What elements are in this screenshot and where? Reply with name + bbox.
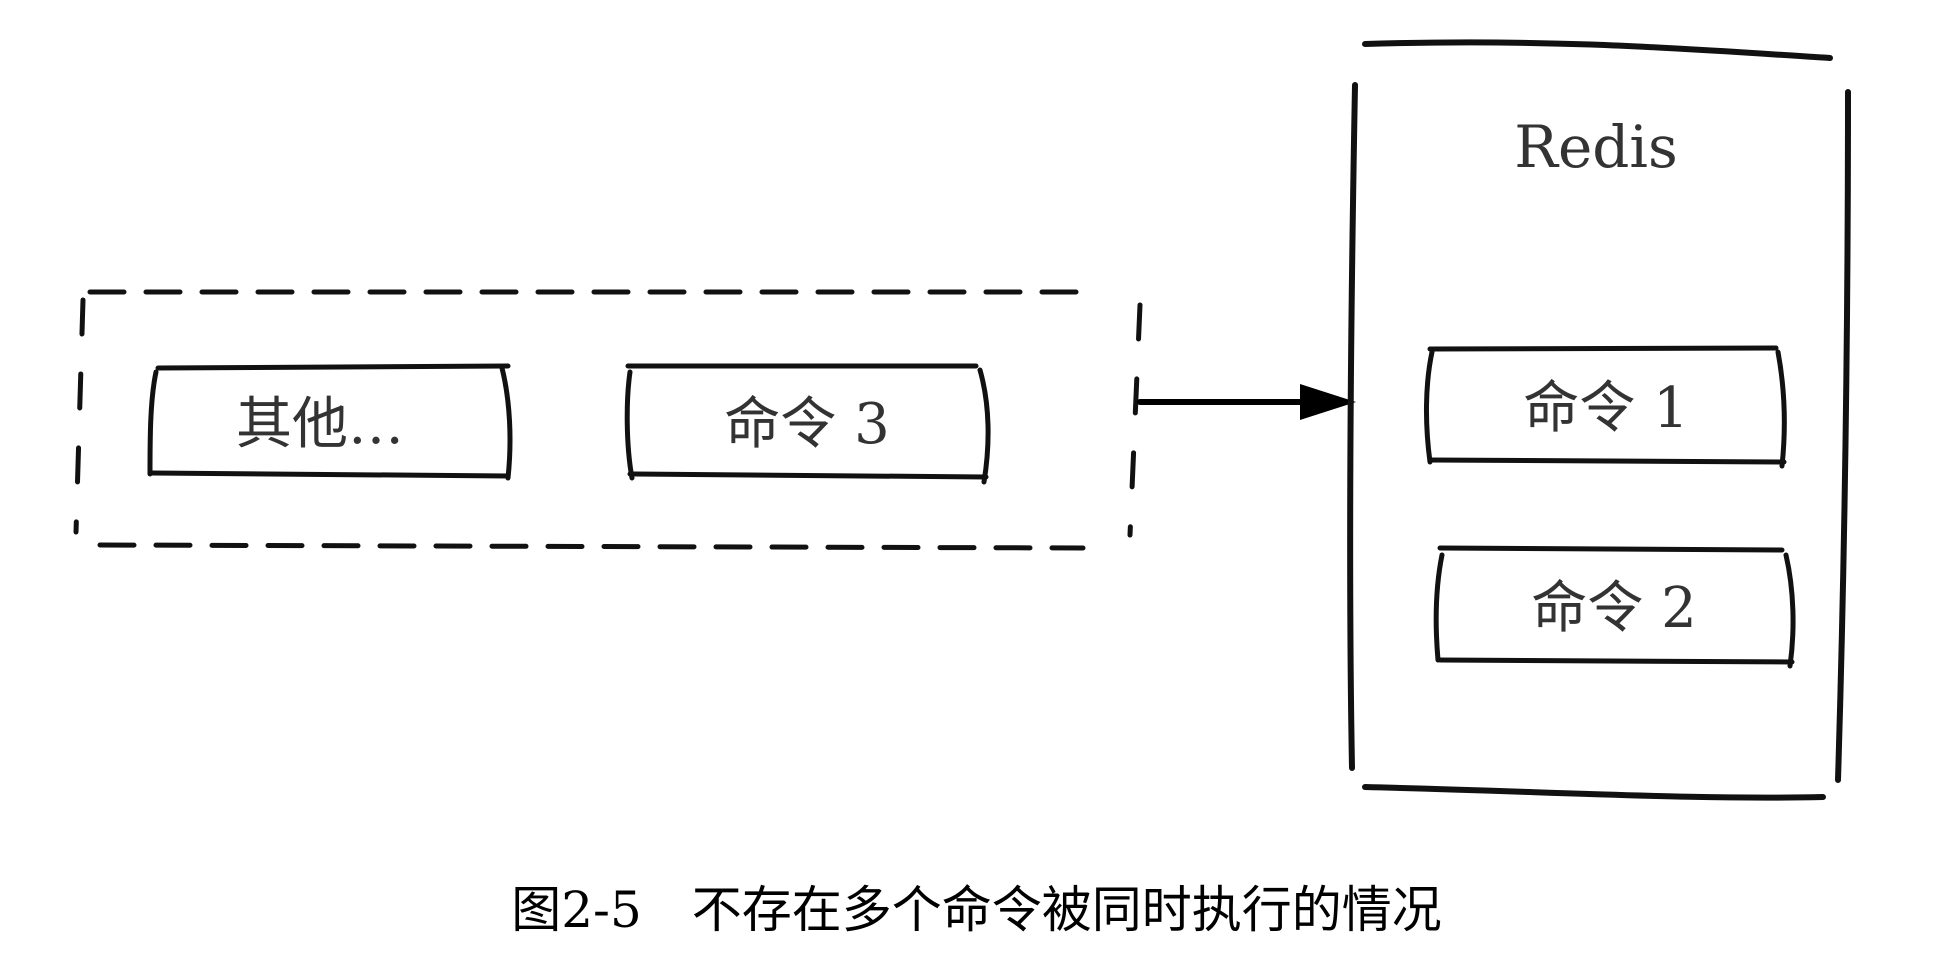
redis-border-bottom (1362, 784, 1826, 801)
arrow-to-redis (1137, 384, 1356, 420)
arrow-head (1300, 384, 1356, 420)
queue-dash-left (73, 297, 86, 535)
executing-command-1: 命令 1 (1423, 345, 1787, 469)
command-queue: 其他… 命令 3 (73, 289, 1143, 551)
queue-dash-right (1127, 302, 1143, 538)
redis-border-right (1835, 89, 1851, 783)
queue-item-others: 其他… (147, 363, 513, 481)
redis-border-left (1347, 82, 1358, 771)
redis-border-top (1362, 39, 1833, 61)
command-label: 命令 1 (1523, 376, 1688, 441)
redis-title: Redis (1514, 113, 1677, 181)
queue-item-label: 其他… (236, 392, 404, 457)
figure-caption: 图2-5 不存在多个命令被同时执行的情况 (511, 881, 1442, 939)
redis-server: Redis 命令 1 命令 2 (1347, 39, 1851, 801)
executing-command-2: 命令 2 (1433, 545, 1796, 669)
queue-item-label: 命令 3 (724, 392, 889, 457)
queue-item-command-3: 命令 3 (624, 363, 991, 485)
command-label: 命令 2 (1531, 576, 1696, 641)
queue-dash-bottom (97, 542, 1086, 551)
